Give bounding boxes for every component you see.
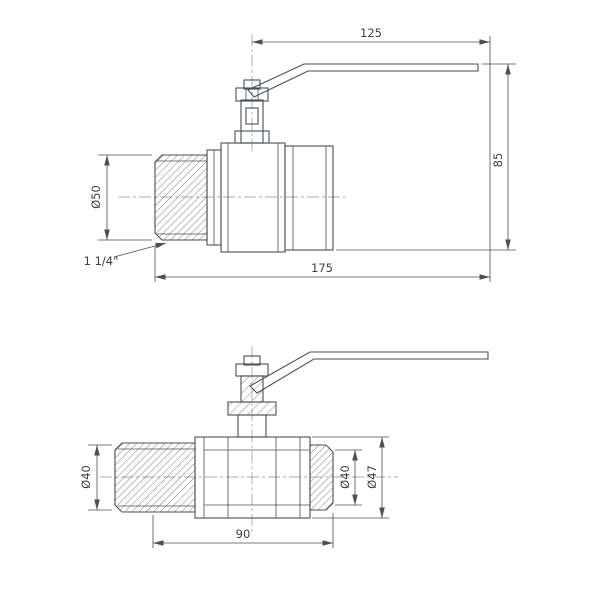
dimension-d40-left: Ø40	[79, 444, 112, 511]
dim-d40-right-label: Ø40	[338, 465, 352, 489]
thread-callout: 1 1/4"	[84, 242, 167, 268]
stem-lower	[237, 414, 267, 438]
male-thread	[154, 154, 208, 241]
thread-size-label: 1 1/4"	[84, 254, 119, 268]
valve-body-bottom	[114, 436, 334, 519]
handle-lever	[247, 63, 479, 98]
handle-bolt	[243, 355, 261, 366]
male-thread-right	[309, 444, 334, 511]
dim-85-label: 85	[491, 153, 505, 168]
stem-flange	[227, 401, 277, 416]
body-center	[220, 142, 286, 253]
dim-d50-label: Ø50	[89, 185, 103, 209]
body-center	[194, 436, 311, 519]
stem-assembly-top	[234, 79, 270, 144]
dim-90-label: 90	[236, 527, 251, 541]
dim-175-label: 175	[311, 261, 333, 275]
leader-line	[113, 242, 167, 258]
male-thread-left	[114, 442, 196, 513]
dimension-90: 90	[152, 513, 334, 548]
stem-assembly-bottom	[227, 355, 277, 438]
stem-packing	[245, 107, 259, 125]
dimension-125: 125	[252, 26, 491, 282]
valve-body-top	[154, 142, 334, 253]
dimension-d50: Ø50	[89, 154, 152, 241]
dim-125-label: 125	[360, 26, 382, 40]
handle-lever	[249, 351, 489, 394]
dimension-175: 175	[154, 246, 490, 282]
female-coupling	[284, 145, 334, 251]
top-view: 125 85 175 Ø50 1 1/4"	[84, 26, 516, 282]
dimension-85: 85	[336, 63, 516, 251]
dimension-d40-right: Ø40	[335, 449, 362, 506]
stem-flange	[234, 130, 270, 144]
dimension-d47: Ø47	[312, 436, 389, 519]
dim-d40-left-label: Ø40	[79, 465, 93, 489]
dim-d47-label: Ø47	[365, 465, 379, 489]
bottom-view: Ø40 Ø40 Ø47 90	[79, 346, 489, 548]
